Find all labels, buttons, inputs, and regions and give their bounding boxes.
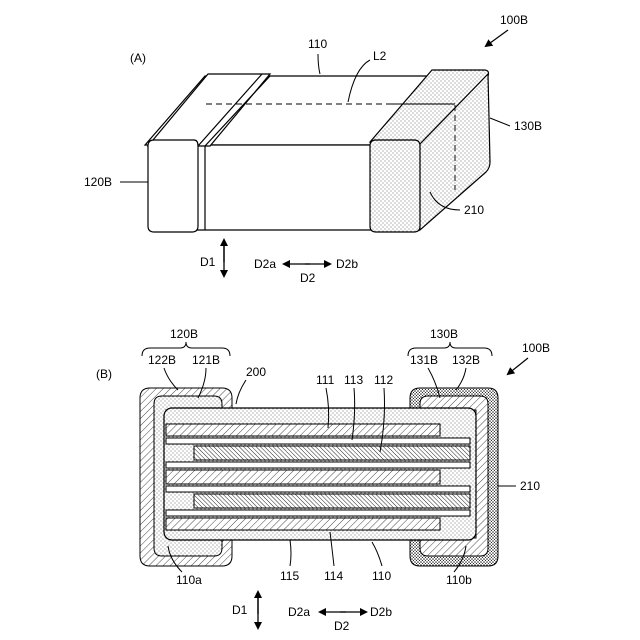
axis-d2-label: D2 <box>300 271 316 285</box>
axis-d1-label-b: D1 <box>232 603 248 617</box>
axis-d2b-label: D2b <box>336 257 358 271</box>
leader-200 <box>236 380 246 404</box>
layer-114 <box>166 518 440 530</box>
leader-122b <box>164 368 178 390</box>
layer-111 <box>166 424 440 436</box>
figure-id-label: 100B <box>500 13 528 27</box>
layer-112 <box>194 446 470 460</box>
axis-d2a-label-b: D2a <box>288 605 310 619</box>
left-electrode-front <box>148 140 198 232</box>
panel-a: (A) 110 L2 130B 120B 210 100B <box>84 13 542 285</box>
label-113: 113 <box>344 373 363 387</box>
leader-130b <box>490 118 510 126</box>
label-130b: 130B <box>514 119 542 133</box>
axis-d2-label-b: D2 <box>334 619 350 633</box>
layer-gap-2 <box>166 486 470 492</box>
label-l2: L2 <box>373 49 387 63</box>
layer-113 <box>166 438 470 444</box>
panel-b-label: (B) <box>96 367 112 381</box>
label-115: 115 <box>280 569 299 583</box>
label-200: 200 <box>246 365 266 379</box>
label-120b: 120B <box>84 175 112 189</box>
layer-gap-1 <box>166 462 470 468</box>
axis-d1-label: D1 <box>200 255 216 269</box>
leader-110 <box>372 542 382 566</box>
panel-b-figure-id: 100B <box>522 341 550 355</box>
right-electrode-front <box>370 140 420 232</box>
internal-layers <box>166 424 470 530</box>
label-130b: 130B <box>430 327 458 341</box>
label-110: 110 <box>308 37 327 51</box>
leader-115 <box>290 540 291 566</box>
label-131b: 131B <box>410 353 438 367</box>
layer-gap-3 <box>166 510 470 516</box>
panel-a-label: (A) <box>130 51 146 65</box>
leader-110 <box>318 54 320 74</box>
label-210: 210 <box>520 479 540 493</box>
label-122b: 122B <box>148 353 176 367</box>
label-112: 112 <box>374 373 393 387</box>
label-114: 114 <box>324 569 343 583</box>
label-121b: 121B <box>192 353 220 367</box>
label-210: 210 <box>464 203 484 217</box>
layer-112-b <box>194 494 470 508</box>
axis-d2a-label: D2a <box>254 257 276 271</box>
label-111: 111 <box>316 373 335 387</box>
label-120b: 120B <box>170 327 198 341</box>
panel-b: (B) 100B 120B 122B 121B <box>96 327 550 633</box>
layer-111-b <box>166 470 440 484</box>
panel-b-figure-id-arrow <box>508 358 528 374</box>
figure-id-arrow <box>486 30 508 46</box>
label-110: 110 <box>372 569 391 583</box>
label-110a: 110a <box>176 573 202 587</box>
leader-132b <box>456 368 466 390</box>
label-110b: 110b <box>446 573 472 587</box>
axis-d2b-label-b: D2b <box>370 605 392 619</box>
label-132b: 132B <box>452 353 480 367</box>
